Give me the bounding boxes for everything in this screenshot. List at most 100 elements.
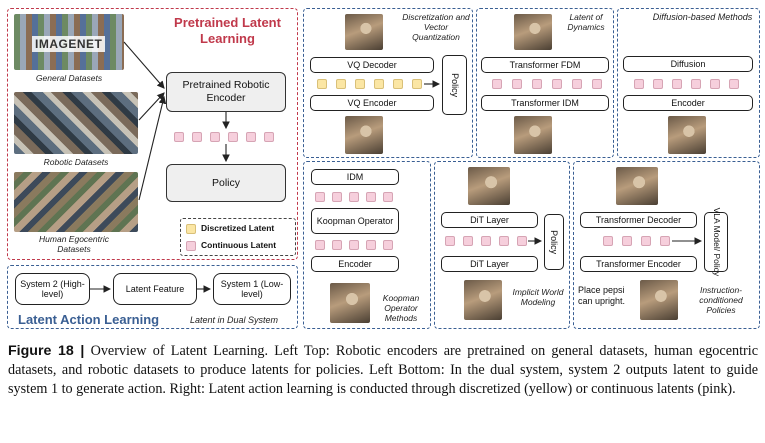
koopman-panel <box>303 161 431 329</box>
continuous-latent-token <box>634 79 644 89</box>
transformer-encoder-box: Transformer Encoder <box>580 256 697 272</box>
continuous-latent-token <box>592 79 602 89</box>
vq-input-image <box>345 116 383 154</box>
pretrained-policy-box: Policy <box>166 164 286 202</box>
continuous-latent-token <box>572 79 582 89</box>
discretized-latent-token <box>317 79 327 89</box>
diffusion-panel <box>617 8 760 158</box>
robotic-datasets-image <box>14 92 138 154</box>
continuous-latent-token <box>349 240 359 250</box>
instruction-panel <box>573 161 760 329</box>
vq-output-image <box>345 14 383 50</box>
world-caption: Implicit World Modeling <box>512 287 564 308</box>
continuous-latent-token <box>641 236 651 246</box>
dynamics-panel <box>476 8 614 158</box>
continuous-latent-token <box>366 240 376 250</box>
continuous-latent-token <box>315 192 325 202</box>
koopman-encoder-box: Encoder <box>311 256 399 272</box>
world-model-panel <box>434 161 570 329</box>
continuous-latent-token <box>499 236 509 246</box>
continuous-latent-token <box>315 240 325 250</box>
continuous-latent-token <box>603 236 613 246</box>
continuous-latent-token <box>729 79 739 89</box>
continuous-latent-token <box>481 236 491 246</box>
continuous-latent-token <box>332 240 342 250</box>
system1-box: System 1 (Low-level) <box>213 273 291 305</box>
robotic-datasets-label: Robotic Datasets <box>43 157 109 167</box>
vq-decoder-box: VQ Decoder <box>310 57 434 73</box>
diffusion-box: Diffusion <box>623 56 753 72</box>
continuous-latent-token <box>210 132 220 142</box>
instruction-text: Place pepsi can upright. <box>578 285 626 306</box>
continuous-latent-token <box>691 79 701 89</box>
continuous-latent-token <box>246 132 256 142</box>
continuous-latent-token <box>492 79 502 89</box>
continuous-latent-token <box>532 79 542 89</box>
pretrained-panel <box>7 8 298 260</box>
latent-dual-system-label: Latent in Dual System <box>189 315 279 325</box>
continuous-latent-token <box>710 79 720 89</box>
continuous-latent-token <box>653 79 663 89</box>
discretized-latent-token <box>374 79 384 89</box>
continuous-latent-token <box>512 79 522 89</box>
continuous-latent-token <box>660 236 670 246</box>
continuous-latent-token <box>366 192 376 202</box>
continuous-latent-token <box>517 236 527 246</box>
arrow-robotic-to-encoder <box>138 92 165 121</box>
koopman-caption: Koopman Operator Methods <box>382 293 420 324</box>
diffusion-encoder-box: Encoder <box>623 95 753 111</box>
continuous-legend-swatch <box>186 241 196 251</box>
continuous-latent-token <box>349 192 359 202</box>
vq-policy-box: Policy <box>442 55 467 115</box>
arrow-human-to-encoder <box>138 95 167 201</box>
diffusion-title: Diffusion-based Methods <box>652 12 753 22</box>
continuous-latent-token <box>622 236 632 246</box>
dynamics-title: Latent of Dynamics <box>567 12 605 33</box>
world-output-image <box>468 167 510 205</box>
discretized-latent-token <box>355 79 365 89</box>
koopman-idm-box: IDM <box>311 169 399 185</box>
continuous-latent-token <box>672 79 682 89</box>
continuous-latent-token <box>383 192 393 202</box>
world-input-image <box>464 280 502 320</box>
vla-policy-box: VLA Model/ Policy <box>704 208 728 276</box>
imagenet-logo: IMAGENET <box>32 36 106 52</box>
world-policy-box: Policy <box>544 214 564 270</box>
koopman-input-image <box>330 283 370 323</box>
latent-legend <box>180 218 296 256</box>
instr-output-image <box>616 167 658 205</box>
discretized-latent-token <box>336 79 346 89</box>
human-egocentric-image <box>14 172 138 232</box>
dynamics-input-image <box>514 116 552 154</box>
discretized-legend-label: Discretized Latent <box>201 223 275 233</box>
human-egocentric-label: Human Egocentric Datasets <box>39 234 109 255</box>
figure-caption-text: Overview of Latent Learning. Left Top: R… <box>8 343 758 397</box>
continuous-latent-token <box>463 236 473 246</box>
latent-action-learning-title: Latent Action Learning <box>18 312 160 327</box>
general-datasets-label: General Datasets <box>35 73 103 83</box>
instruction-caption: Instruction-conditioned Policies <box>699 285 743 316</box>
continuous-latent-token <box>174 132 184 142</box>
latent-feature-box: Latent Feature <box>113 273 197 305</box>
imagenet-image: IMAGENET <box>14 14 124 70</box>
dynamics-output-image <box>514 14 552 50</box>
continuous-latent-token <box>264 132 274 142</box>
continuous-latent-token <box>445 236 455 246</box>
continuous-latent-token <box>383 240 393 250</box>
discretized-legend-swatch <box>186 224 196 234</box>
dit-bottom-box: DiT Layer <box>441 256 538 272</box>
vq-encoder-box: VQ Encoder <box>310 95 434 111</box>
koopman-operator-box: Koopman Operator <box>311 208 399 234</box>
continuous-latent-token <box>192 132 202 142</box>
discretized-latent-token <box>412 79 422 89</box>
arrow-general-to-encoder <box>123 41 165 89</box>
continuous-latent-token <box>552 79 562 89</box>
pretrained-title: Pretrained Latent Learning <box>174 15 281 47</box>
dual-system-panel <box>7 265 298 329</box>
transformer-idm-box: Transformer IDM <box>481 95 609 111</box>
dit-top-box: DiT Layer <box>441 212 538 228</box>
system2-box: System 2 (High-level) <box>15 273 90 305</box>
vq-panel <box>303 8 473 158</box>
pretrained-encoder-box: Pretrained Robotic Encoder <box>166 72 286 112</box>
